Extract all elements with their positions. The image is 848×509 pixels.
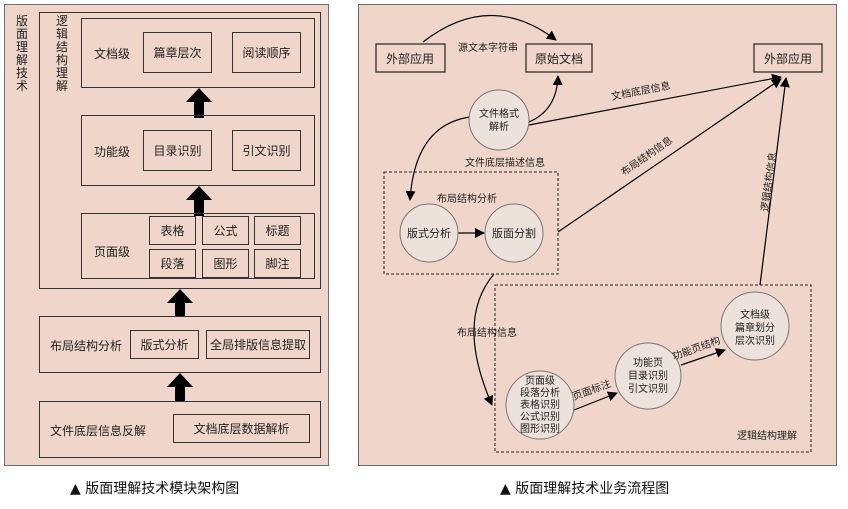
original-doc-text: 原始文档 (535, 51, 583, 66)
page-level-text: 公式识别 (520, 410, 560, 423)
page-item: 表格 (149, 216, 196, 245)
file-format-parse-text: 文件格式 (479, 107, 519, 120)
external-app-right-node (753, 43, 823, 73)
edge-page-annotation (573, 391, 618, 411)
page-level-text: 段落分析 (520, 386, 560, 399)
up-arrow-icon (186, 186, 212, 216)
page-level-box (81, 213, 315, 279)
edge-function-structure (680, 348, 726, 366)
file-format-parse-text: 解析 (489, 120, 509, 133)
page-item: 脚注 (254, 249, 301, 278)
function-item: 引文识别 (232, 130, 301, 171)
logic-structure-group (39, 12, 321, 289)
page-item: 图形 (202, 249, 249, 278)
edge-source-text (422, 14, 557, 43)
edge-layout-info-up (557, 78, 782, 233)
page-level-text: 表格识别 (520, 398, 560, 411)
edge-doc-low-info (528, 73, 782, 126)
file-decode-label: 文件底层信息反解 (50, 424, 147, 438)
page-segmentation-node (484, 203, 544, 263)
function-page-text: 功能页 (633, 356, 663, 369)
function-item: 目录识别 (143, 130, 212, 171)
page-segmentation-text: 版面分割 (492, 226, 536, 240)
layout-item: 全局排版信息提取 (206, 330, 310, 359)
layout-analysis-text: 版式分析 (407, 226, 451, 240)
external-app-right-text: 外部应用 (764, 51, 812, 66)
page-level-text: 页面级 (525, 375, 555, 387)
document-level-text: 篇章划分 (735, 321, 775, 334)
file-decode-box (39, 401, 321, 458)
label-function-structure: 功能页结构 (671, 334, 722, 363)
logic-group-box (494, 284, 812, 453)
layout-analysis-box (39, 316, 321, 373)
left-caption: ▲ 版面理解技术模块架构图 (70, 481, 240, 497)
architecture-panel (4, 4, 329, 466)
document-item: 阅读顺序 (232, 32, 301, 73)
layout-analysis-node (399, 203, 459, 263)
file-item: 文档底层数据解析 (173, 414, 310, 443)
up-arrow-icon (167, 373, 193, 401)
label-logic-group: 逻辑结构理解 (737, 429, 797, 442)
function-level-box (81, 115, 315, 186)
function-level-label: 功能级 (94, 145, 131, 159)
layout-analysis-label: 布局结构分析 (50, 339, 123, 353)
edge-parse-to-layout (405, 116, 471, 201)
document-item: 篇章层次 (143, 32, 212, 73)
function-page-text: 引文识别 (628, 382, 668, 395)
document-level-node (720, 291, 790, 361)
outer-label: 版面理解技术 (15, 14, 28, 93)
up-arrow-icon (186, 88, 212, 118)
layout-item: 版式分析 (130, 330, 199, 359)
label-page-annotation: 页面标注 (571, 377, 613, 403)
page-level-label: 页面级 (94, 245, 131, 259)
document-level-box (81, 18, 315, 88)
page-item: 公式 (202, 216, 249, 245)
label-source-text: 源文本字符串 (458, 41, 518, 54)
page-level-text: 图形识别 (520, 423, 560, 435)
label-logic-info: 逻辑结构信息 (758, 151, 779, 212)
logic-group-label: 逻辑结构理解 (55, 14, 68, 93)
label-layout-info-down: 布局结构信息 (457, 326, 517, 339)
right-caption: ▲ 版面理解技术业务流程图 (500, 481, 670, 497)
page-level-node (505, 370, 575, 440)
edge-parse-to-original (528, 75, 563, 123)
layout-group-box (383, 171, 559, 275)
document-level-label: 文档级 (94, 47, 131, 61)
page-item: 段落 (149, 249, 196, 278)
function-page-node (614, 342, 682, 410)
file-format-parse-node (468, 89, 530, 151)
up-arrow-icon (167, 289, 193, 317)
document-level-text: 层次识别 (735, 334, 775, 347)
function-page-text: 目录识别 (628, 370, 668, 382)
page-item: 标题 (254, 216, 301, 245)
external-app-left-text: 外部应用 (386, 51, 434, 66)
edge-logic-info (759, 77, 790, 286)
external-app-left-node (375, 43, 446, 73)
label-file-low-desc: 文件底层描述信息 (465, 156, 545, 169)
label-layout-group: 布局结构分析 (437, 192, 497, 205)
document-level-text: 文档级 (740, 308, 770, 321)
original-doc-node (525, 43, 593, 73)
edge-layout-info-down (473, 273, 495, 406)
